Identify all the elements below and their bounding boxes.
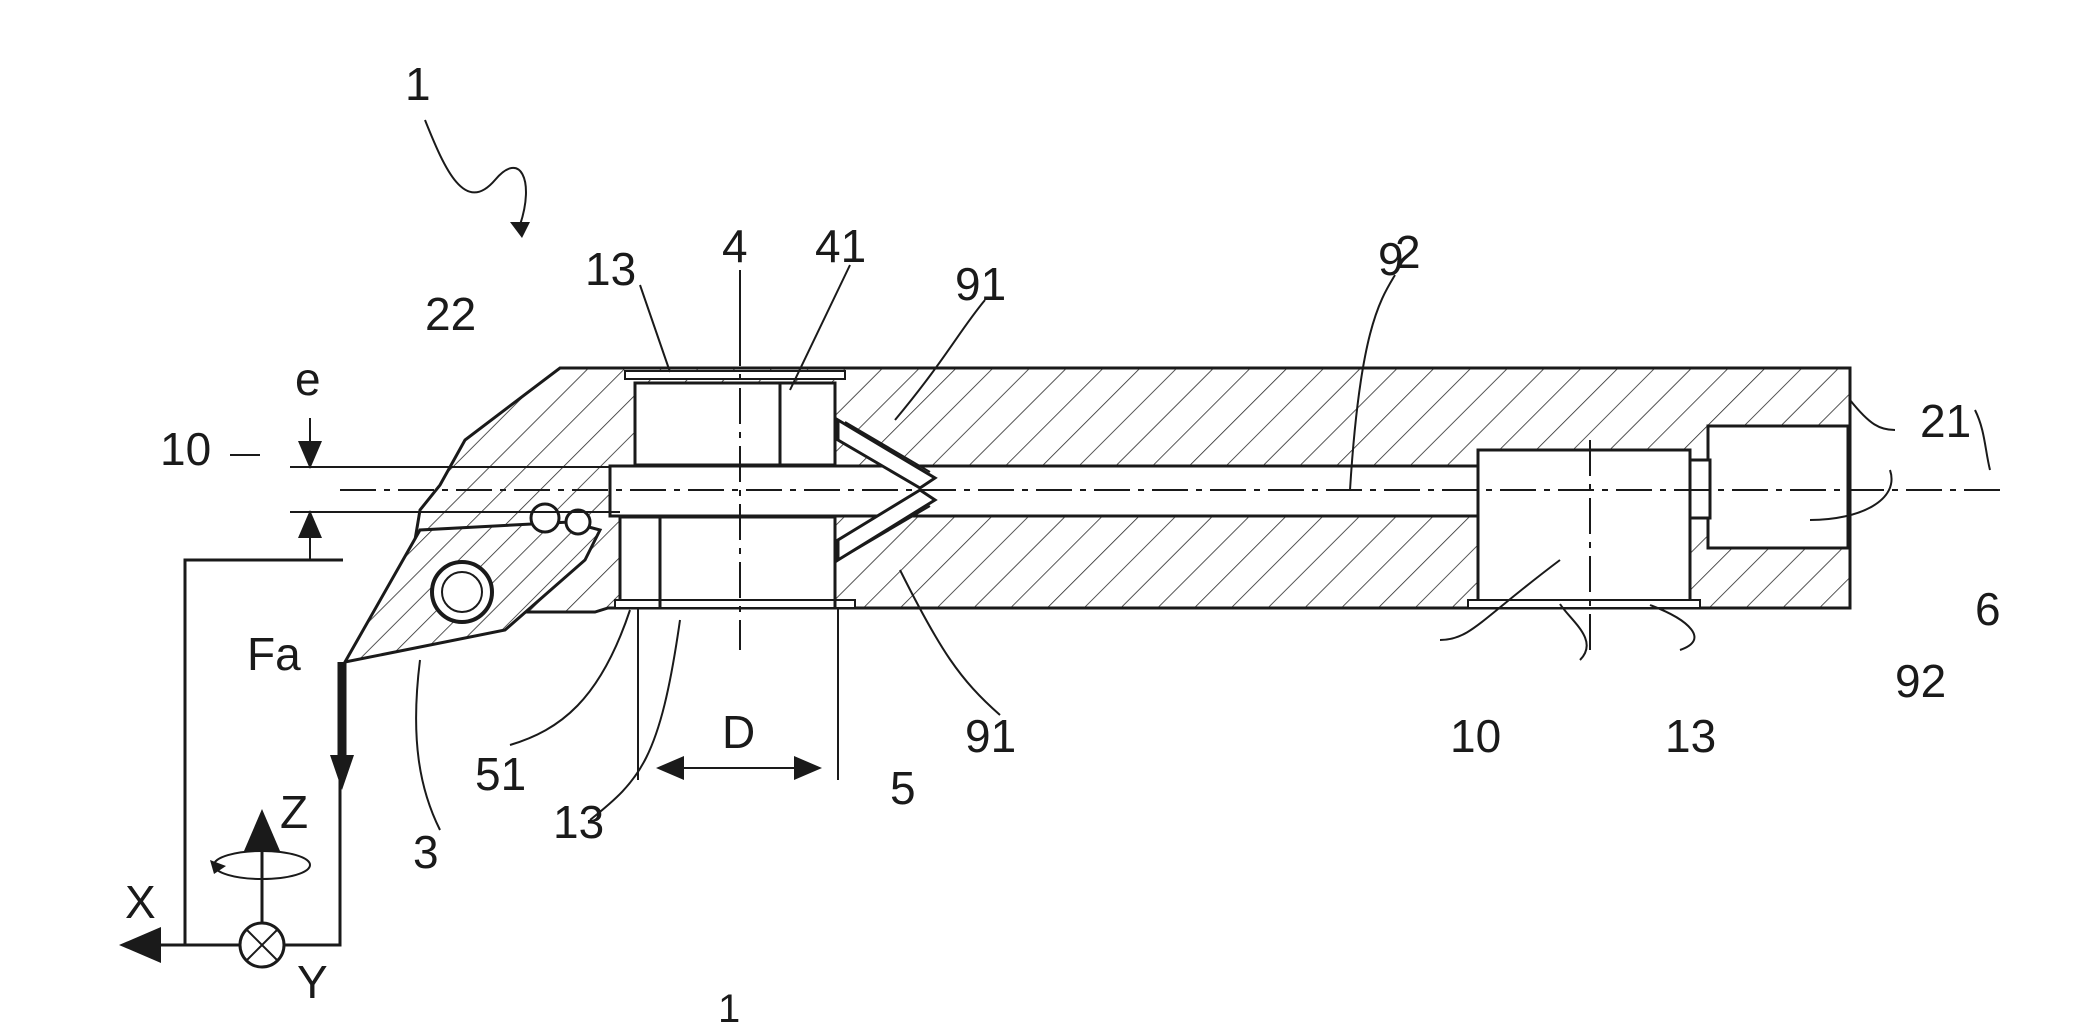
label-10-right: 10 <box>1450 710 1501 762</box>
label-1: 1 <box>405 58 431 110</box>
top-plate <box>625 371 845 379</box>
lower-pocket <box>620 517 835 607</box>
upper-pocket <box>635 383 835 465</box>
label-13-bottom-right: 13 <box>1665 710 1716 762</box>
label-51: 51 <box>475 748 526 800</box>
label-91-top: 91 <box>955 258 1006 310</box>
rear-damper <box>1478 450 1690 604</box>
label-3: 3 <box>413 826 439 878</box>
label-41: 41 <box>815 220 866 272</box>
label-21: 21 <box>1920 395 1971 447</box>
label-10-left: 10 <box>160 423 211 475</box>
clamp-pin-icon <box>531 504 559 532</box>
label-D: D <box>722 706 755 758</box>
rear-chamber <box>1708 426 1848 548</box>
label-91-bottom: 91 <box>965 710 1016 762</box>
label-axis-X: X <box>125 876 156 928</box>
label-6: 6 <box>1975 583 2001 635</box>
label-4: 4 <box>722 220 748 272</box>
label-13-bottom-left: 13 <box>553 796 604 848</box>
label-axis-Y: Y <box>297 956 328 1008</box>
label-13-top: 13 <box>585 243 636 295</box>
bottom-plate <box>615 600 855 608</box>
clamp-pin-icon <box>566 510 590 534</box>
label-5: 5 <box>890 762 916 814</box>
label-e: e <box>295 353 321 405</box>
label-92: 92 <box>1895 655 1946 707</box>
label-Fa: Fa <box>247 628 301 680</box>
label-22: 22 <box>425 288 476 340</box>
page-mark: 1 <box>718 987 740 1026</box>
label-axis-Z: Z <box>280 786 308 838</box>
label-9: 9 <box>1378 233 1404 285</box>
force-frame <box>125 560 354 967</box>
